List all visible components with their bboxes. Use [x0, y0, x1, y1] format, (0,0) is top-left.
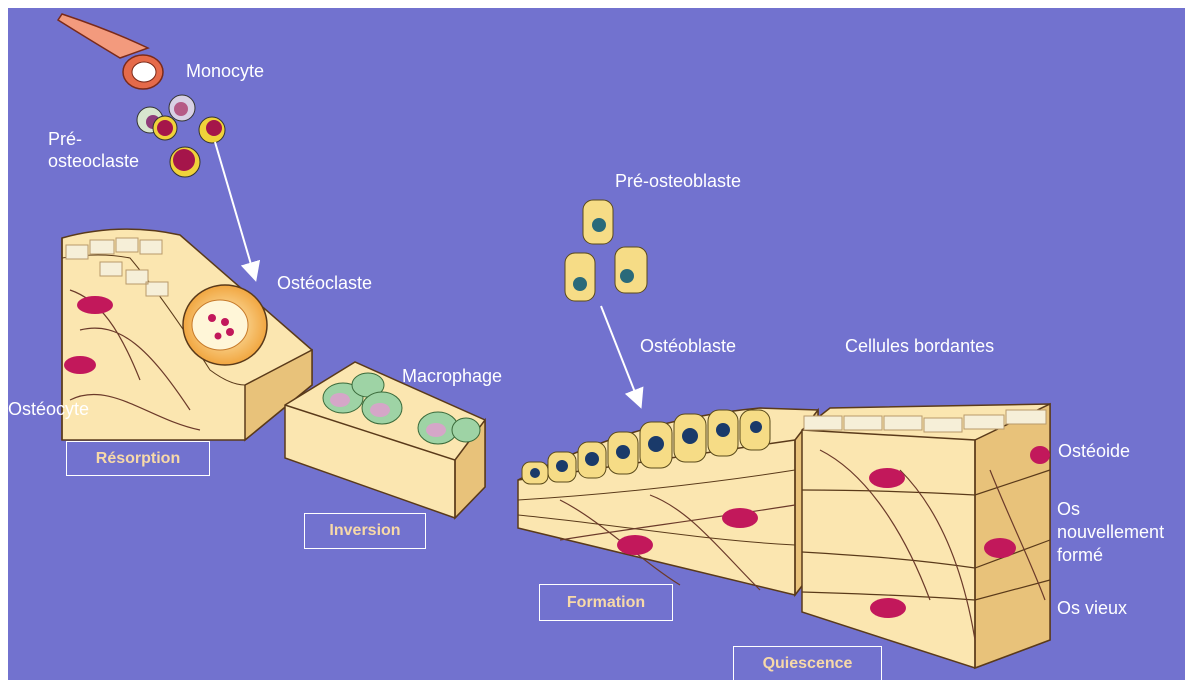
- label-cellules-bordantes: Cellules bordantes: [845, 335, 994, 357]
- blood-vessel: [58, 14, 163, 89]
- label-macrophage: Macrophage: [402, 365, 502, 387]
- label-osteocyte: Ostéocyte: [8, 398, 89, 420]
- label-os-nouveau-line3: formé: [1057, 544, 1103, 566]
- phase-formation: Formation: [539, 584, 673, 621]
- label-os-nouveau-line2: nouvellement: [1057, 521, 1164, 543]
- formation-bone-block: [518, 408, 818, 595]
- label-osteoide: Ostéoide: [1058, 440, 1130, 462]
- label-os-nouveau-line1: Os: [1057, 498, 1080, 520]
- resorption-bone-block: [62, 229, 312, 440]
- label-monocyte: Monocyte: [186, 60, 264, 82]
- pre-osteoclast-cells: [137, 95, 225, 177]
- label-osteoclaste: Ostéoclaste: [277, 272, 372, 294]
- arrow-to-osteoblast: [601, 306, 640, 405]
- arrow-to-osteoclast: [215, 142, 255, 278]
- phase-resorption: Résorption: [66, 441, 210, 476]
- label-pre-osteoblaste: Pré-osteoblaste: [615, 170, 741, 192]
- phase-inversion: Inversion: [304, 513, 426, 549]
- pre-osteoblast-cells: [565, 200, 647, 301]
- phase-quiescence: Quiescence: [733, 646, 882, 682]
- label-osteoblaste: Ostéoblaste: [640, 335, 736, 357]
- label-pre-osteoclaste-line2: osteoclaste: [48, 150, 139, 172]
- quiescence-bone-block: [802, 404, 1050, 668]
- label-pre-osteoclaste-line1: Pré-: [48, 128, 82, 150]
- label-os-vieux: Os vieux: [1057, 597, 1127, 619]
